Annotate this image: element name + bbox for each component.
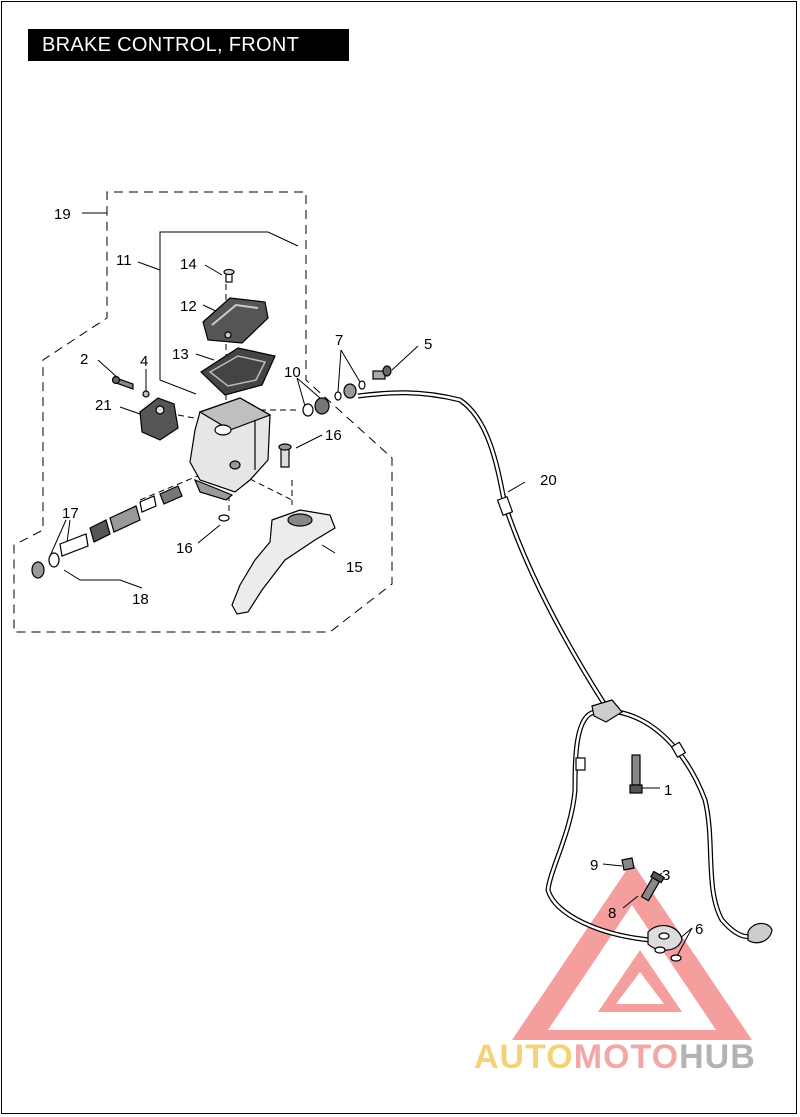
brake-line-fittings [496,496,773,962]
leader-lines [49,212,693,959]
callout-4: 4 [140,353,148,370]
piston-assembly-17-18 [31,485,183,579]
watermark-hub: HUB [679,1038,756,1076]
callout-9: 9 [590,857,598,874]
assembly-boundary [13,191,393,633]
callout-2: 2 [80,351,88,368]
master-cylinder-body [189,397,272,501]
retaining-clip-16 [218,514,230,522]
callout-8: 8 [608,905,616,922]
callout-13: 13 [172,346,189,363]
clamp-screw-2 [111,375,134,390]
reservoir-cover-12 [202,297,269,344]
callout-15: 15 [346,559,363,576]
brake-lever-15 [231,509,336,615]
callout-20: 20 [540,472,557,489]
callout-21: 21 [95,397,112,414]
washer-4 [142,390,150,398]
callout-11: 11 [116,252,132,269]
callout-5: 5 [424,336,432,353]
pivot-pin-16 [278,443,292,468]
callout-12: 12 [180,298,197,315]
watermark-text: AUTOMOTOHUB [474,1038,756,1076]
callout-6: 6 [695,921,703,938]
clamp-21 [139,397,179,441]
banjo-bolt-5 [372,365,392,380]
svg-text:AUTOMOTOHUB: AUTOMOTOHUB [474,1038,756,1076]
callout-14: 14 [180,256,197,273]
callout-10: 10 [284,364,301,381]
banjo-fitting [343,383,357,399]
callout-7: 7 [335,332,343,349]
callout-17: 17 [62,505,79,522]
watermark-auto: AUTO [474,1038,574,1076]
brake-line-20 [357,390,753,943]
washers-7 [334,380,366,401]
reservoir-gasket-13 [200,347,276,396]
cover-screw-14 [223,268,235,283]
watermark-moto: MOTO [574,1038,679,1076]
callout-16-lower: 16 [176,540,193,557]
callout-19: 19 [54,206,71,223]
callout-3: 3 [662,867,670,884]
watermark-logo [512,862,752,1040]
master-cylinder-parts [31,268,392,615]
banjo-washers-10 [302,397,330,417]
diagram-title: BRAKE CONTROL, FRONT [28,29,349,61]
callout-1: 1 [664,782,672,799]
callout-16-upper: 16 [325,427,342,444]
callout-18: 18 [132,591,149,608]
callout-labels: 19 11 14 12 13 2 4 21 10 7 5 16 20 17 16… [54,206,703,938]
